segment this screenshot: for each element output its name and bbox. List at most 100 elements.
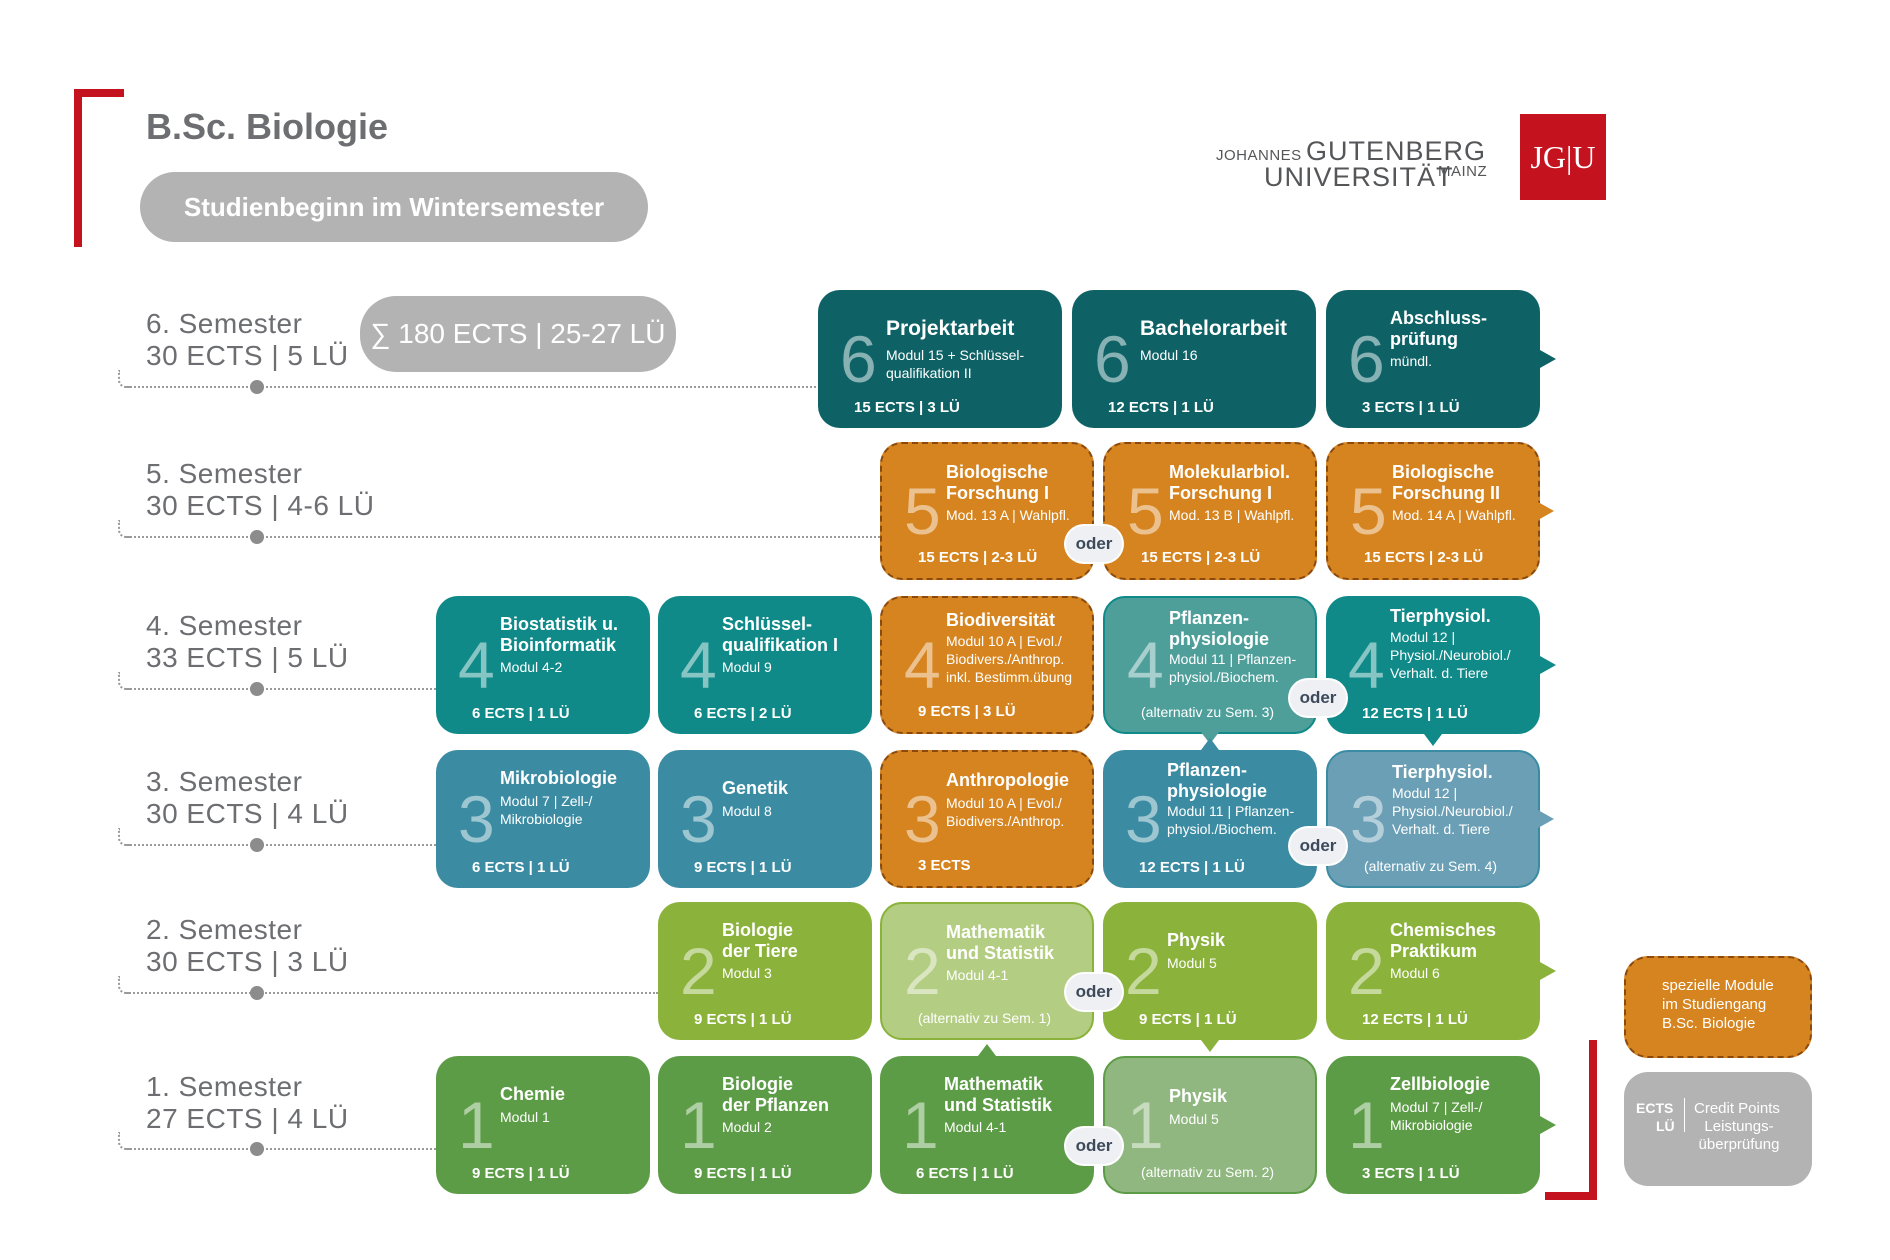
module-number: 3	[680, 782, 717, 856]
module-title: Mathematik und Statistik	[946, 922, 1055, 963]
module-chemie: 1 Chemie Modul 1 9 ECTS | 1 LÜ	[436, 1056, 650, 1194]
timeline-line	[126, 844, 436, 846]
module-credits: 6 ECTS | 1 LÜ	[472, 705, 570, 722]
oder-badge: oder	[1290, 680, 1346, 716]
module-alternative-note: (alternativ zu Sem. 2)	[1141, 1164, 1275, 1180]
module-biologische-forschung-1: 5 Biologische Forschung I Mod. 13 A | Wa…	[880, 442, 1094, 580]
module-credits: 15 ECTS | 2-3 LÜ	[1141, 549, 1261, 566]
module-subtitle: Modul 1	[500, 1109, 550, 1125]
module-subtitle: Modul 16	[1140, 347, 1198, 363]
module-credits: 9 ECTS | 1 LÜ	[694, 859, 792, 876]
oder-label: oder	[1299, 836, 1337, 855]
module-title: Bachelorarbeit	[1140, 317, 1288, 340]
semester-label: 2. Semester 30 ECTS | 3 LÜ	[146, 914, 349, 978]
module-tierphysiologie-sem4: 4 Tierphysiol. Modul 12 | Physiol./Neuro…	[1326, 596, 1556, 746]
module-title: Biologische Forschung I	[946, 462, 1049, 503]
module-subtitle: Modul 11 | Pflanzen- physiol./Biochem.	[1167, 803, 1295, 837]
module-chemisches-praktikum: 2 Chemisches Praktikum Modul 6 12 ECTS |…	[1326, 902, 1556, 1040]
module-subtitle: Modul 9	[722, 659, 772, 675]
arrow-right	[1540, 656, 1556, 674]
module-credits: 15 ECTS | 2-3 LÜ	[918, 549, 1038, 566]
timeline-dot	[250, 380, 264, 394]
module-subtitle: Modul 12 | Physiol./Neurobiol./ Verhalt.…	[1390, 629, 1511, 681]
semester-name: 1. Semester	[146, 1071, 303, 1102]
jgu-logo: JG|U	[1520, 114, 1606, 200]
module-subtitle: Modul 12 | Physiol./Neurobiol./ Verhalt.…	[1392, 785, 1513, 837]
module-number: 4	[1348, 628, 1385, 702]
oder-badge: oder	[1066, 974, 1122, 1010]
module-title: Projektarbeit	[886, 317, 1015, 340]
module-subtitle: Modul 15 + Schlüssel- qualifikation II	[886, 347, 1025, 381]
module-number: 3	[458, 782, 495, 856]
module-title: Biologie der Pflanzen	[722, 1074, 830, 1115]
semester-credits: 30 ECTS | 4 LÜ	[146, 798, 349, 829]
arrow-down	[1201, 1040, 1219, 1052]
module-credits: 12 ECTS | 1 LÜ	[1139, 859, 1245, 876]
module-pflanzenphysiologie-sem3: 3 Pflanzen- physiologie Modul 11 | Pflan…	[1103, 738, 1317, 888]
module-subtitle: Modul 4-1	[944, 1119, 1007, 1135]
module-number: 6	[1094, 322, 1131, 396]
module-subtitle: Mod. 14 A | Wahlpfl.	[1392, 507, 1516, 523]
module-schluesselqualifikation-1: 4 Schlüssel- qualifikation I Modul 9 6 E…	[658, 596, 872, 734]
timeline-curl	[118, 520, 130, 538]
semester-credits: 27 ECTS | 4 LÜ	[146, 1103, 349, 1134]
timeline-curl	[118, 976, 130, 994]
module-credits: 9 ECTS | 1 LÜ	[1139, 1011, 1237, 1028]
module-pflanzenphysiologie-sem4: 4 Pflanzen- physiologie Modul 11 | Pflan…	[1103, 596, 1317, 744]
timeline-dot	[250, 1142, 264, 1156]
legend-abbreviations: ECTS Credit Points LÜ Leistungs- überprü…	[1624, 1072, 1812, 1186]
module-title: Schlüssel- qualifikation I	[722, 614, 839, 655]
arrow-right	[1540, 350, 1556, 368]
arrow-up	[1201, 738, 1219, 750]
module-title: Molekularbiol. Forschung I	[1169, 462, 1291, 503]
oder-label: oder	[1075, 534, 1113, 553]
module-number: 4	[1127, 628, 1164, 702]
module-alternative-note: (alternativ zu Sem. 3)	[1141, 704, 1275, 720]
module-alternative-note: (alternativ zu Sem. 1)	[918, 1010, 1052, 1026]
module-title: Chemie	[500, 1084, 566, 1104]
module-title: Pflanzen- physiologie	[1169, 608, 1270, 649]
module-zellbiologie: 1 Zellbiologie Modul 7 | Zell-/ Mikrobio…	[1326, 1056, 1556, 1194]
start-semester-label: Studienbeginn im Wintersemester	[183, 191, 605, 222]
module-alternative-note: (alternativ zu Sem. 4)	[1364, 858, 1498, 874]
arrow-right	[1540, 1116, 1556, 1134]
arrow-right	[1538, 810, 1554, 828]
semester-name: 5. Semester	[146, 458, 303, 489]
semester-credits: 33 ECTS | 5 LÜ	[146, 642, 349, 673]
page-title: B.Sc. Biologie	[146, 106, 389, 147]
module-subtitle: Modul 8	[722, 803, 772, 819]
module-credits: 6 ECTS | 2 LÜ	[694, 705, 792, 722]
module-title: Anthropologie	[946, 770, 1069, 790]
module-genetik: 3 Genetik Modul 8 9 ECTS | 1 LÜ	[658, 750, 872, 888]
module-title: Pflanzen- physiologie	[1167, 760, 1268, 801]
module-biologische-forschung-2: 5 Biologische Forschung II Mod. 14 A | W…	[1326, 442, 1554, 580]
legend-ects-abbr: ECTS	[1636, 1100, 1674, 1116]
timeline-line	[126, 992, 658, 994]
corner-bracket-top-left	[74, 89, 124, 247]
module-anthropologie: 3 Anthropologie Modul 10 A | Evol./ Biod…	[880, 750, 1094, 888]
module-number: 1	[1127, 1088, 1164, 1162]
legend-special-modules: spezielle Module im Studiengang B.Sc. Bi…	[1624, 956, 1812, 1058]
legend-separator	[1684, 1098, 1685, 1132]
module-number: 3	[1125, 782, 1162, 856]
timeline-dot	[250, 530, 264, 544]
timeline-line	[126, 536, 880, 538]
logo-mainz: MAINZ	[1438, 163, 1488, 180]
module-title: Biostatistik u. Bioinformatik	[500, 614, 619, 655]
module-physik-sem2: 2 Physik Modul 5 9 ECTS | 1 LÜ	[1103, 902, 1317, 1052]
module-subtitle: Modul 5	[1169, 1111, 1219, 1127]
module-subtitle: Modul 7 | Zell-/ Mikrobiologie	[500, 793, 593, 827]
module-title: Genetik	[722, 778, 789, 798]
corner-bracket-bottom-right	[1545, 1040, 1597, 1200]
module-biologie-der-tiere: 2 Biologie der Tiere Modul 3 9 ECTS | 1 …	[658, 902, 872, 1040]
semester-name: 2. Semester	[146, 914, 303, 945]
module-title: Zellbiologie	[1390, 1074, 1491, 1094]
module-number: 2	[1125, 934, 1162, 1008]
semester-label: 6. Semester 30 ECTS | 5 LÜ	[146, 308, 349, 372]
module-credits: 9 ECTS | 1 LÜ	[694, 1011, 792, 1028]
module-biologie-der-pflanzen: 1 Biologie der Pflanzen Modul 2 9 ECTS |…	[658, 1056, 872, 1194]
module-credits: 12 ECTS | 1 LÜ	[1108, 399, 1214, 416]
timeline-dot	[250, 838, 264, 852]
module-credits: 15 ECTS | 3 LÜ	[854, 399, 960, 416]
module-number: 4	[458, 628, 495, 702]
